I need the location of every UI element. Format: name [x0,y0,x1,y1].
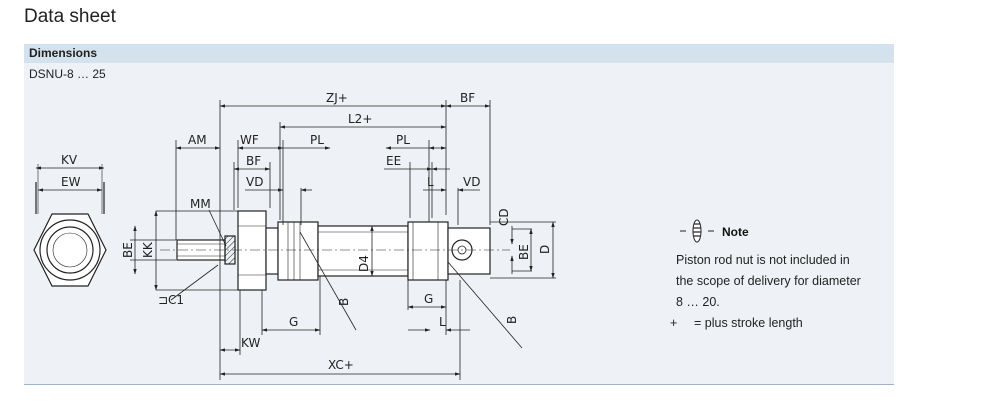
dim-zj: ZJ+ [326,91,348,105]
dimension-lines [130,100,556,380]
section-header-label: Dimensions [29,46,98,60]
dim-l-right: L [427,175,434,189]
note-text: Piston rod nut is not included in the sc… [676,253,861,309]
dim-kv: KV [61,153,78,167]
note-block: Note Piston rod nut is not included in t… [676,218,866,309]
note-icon [680,219,714,243]
end-view [33,164,107,287]
dim-ew: EW [61,175,81,189]
dim-bf-top: BF [460,91,475,105]
note-title: Note [722,225,749,239]
dim-l-bottom: L [439,315,446,329]
dim-be-left: BE [121,242,135,258]
dim-wf: WF [240,133,259,147]
dim-ee: EE [386,154,401,168]
section-subtitle: DSNU-8 … 25 [29,67,106,81]
dim-am: AM [188,133,207,147]
dim-b-right: B [505,316,519,324]
dim-b-left: B [337,298,351,306]
dim-g-right: G [424,292,433,306]
legend-text: = plus stroke length [694,316,803,330]
legend-symbol: + [670,316,678,330]
dim-kw: KW [241,336,260,350]
dim-xc: XC+ [328,358,354,372]
dim-bf-left: BF [246,154,261,168]
dim-kk: KK [141,241,155,258]
page-title: Data sheet [24,6,116,27]
dim-g-left: G [289,315,298,329]
cylinder-side-view [176,210,491,291]
dim-be-right: BE [517,244,531,260]
dim-vd-right: VD [463,175,480,189]
dim-pl-left: PL [310,133,324,147]
dimensions-panel: Dimensions DSNU-8 … 25 [24,44,894,385]
dim-mm: MM [190,197,211,211]
dim-d: D [538,245,552,254]
dim-pl-right: PL [396,133,410,147]
dim-d4: D4 [357,255,371,272]
section-header: Dimensions [24,44,894,63]
dim-cd: CD [497,208,511,226]
dim-c1: ⊐C1 [158,293,184,307]
dim-l2: L2+ [348,112,372,126]
legend-row: + = plus stroke length [670,316,803,330]
dim-vd-left: VD [246,175,263,189]
